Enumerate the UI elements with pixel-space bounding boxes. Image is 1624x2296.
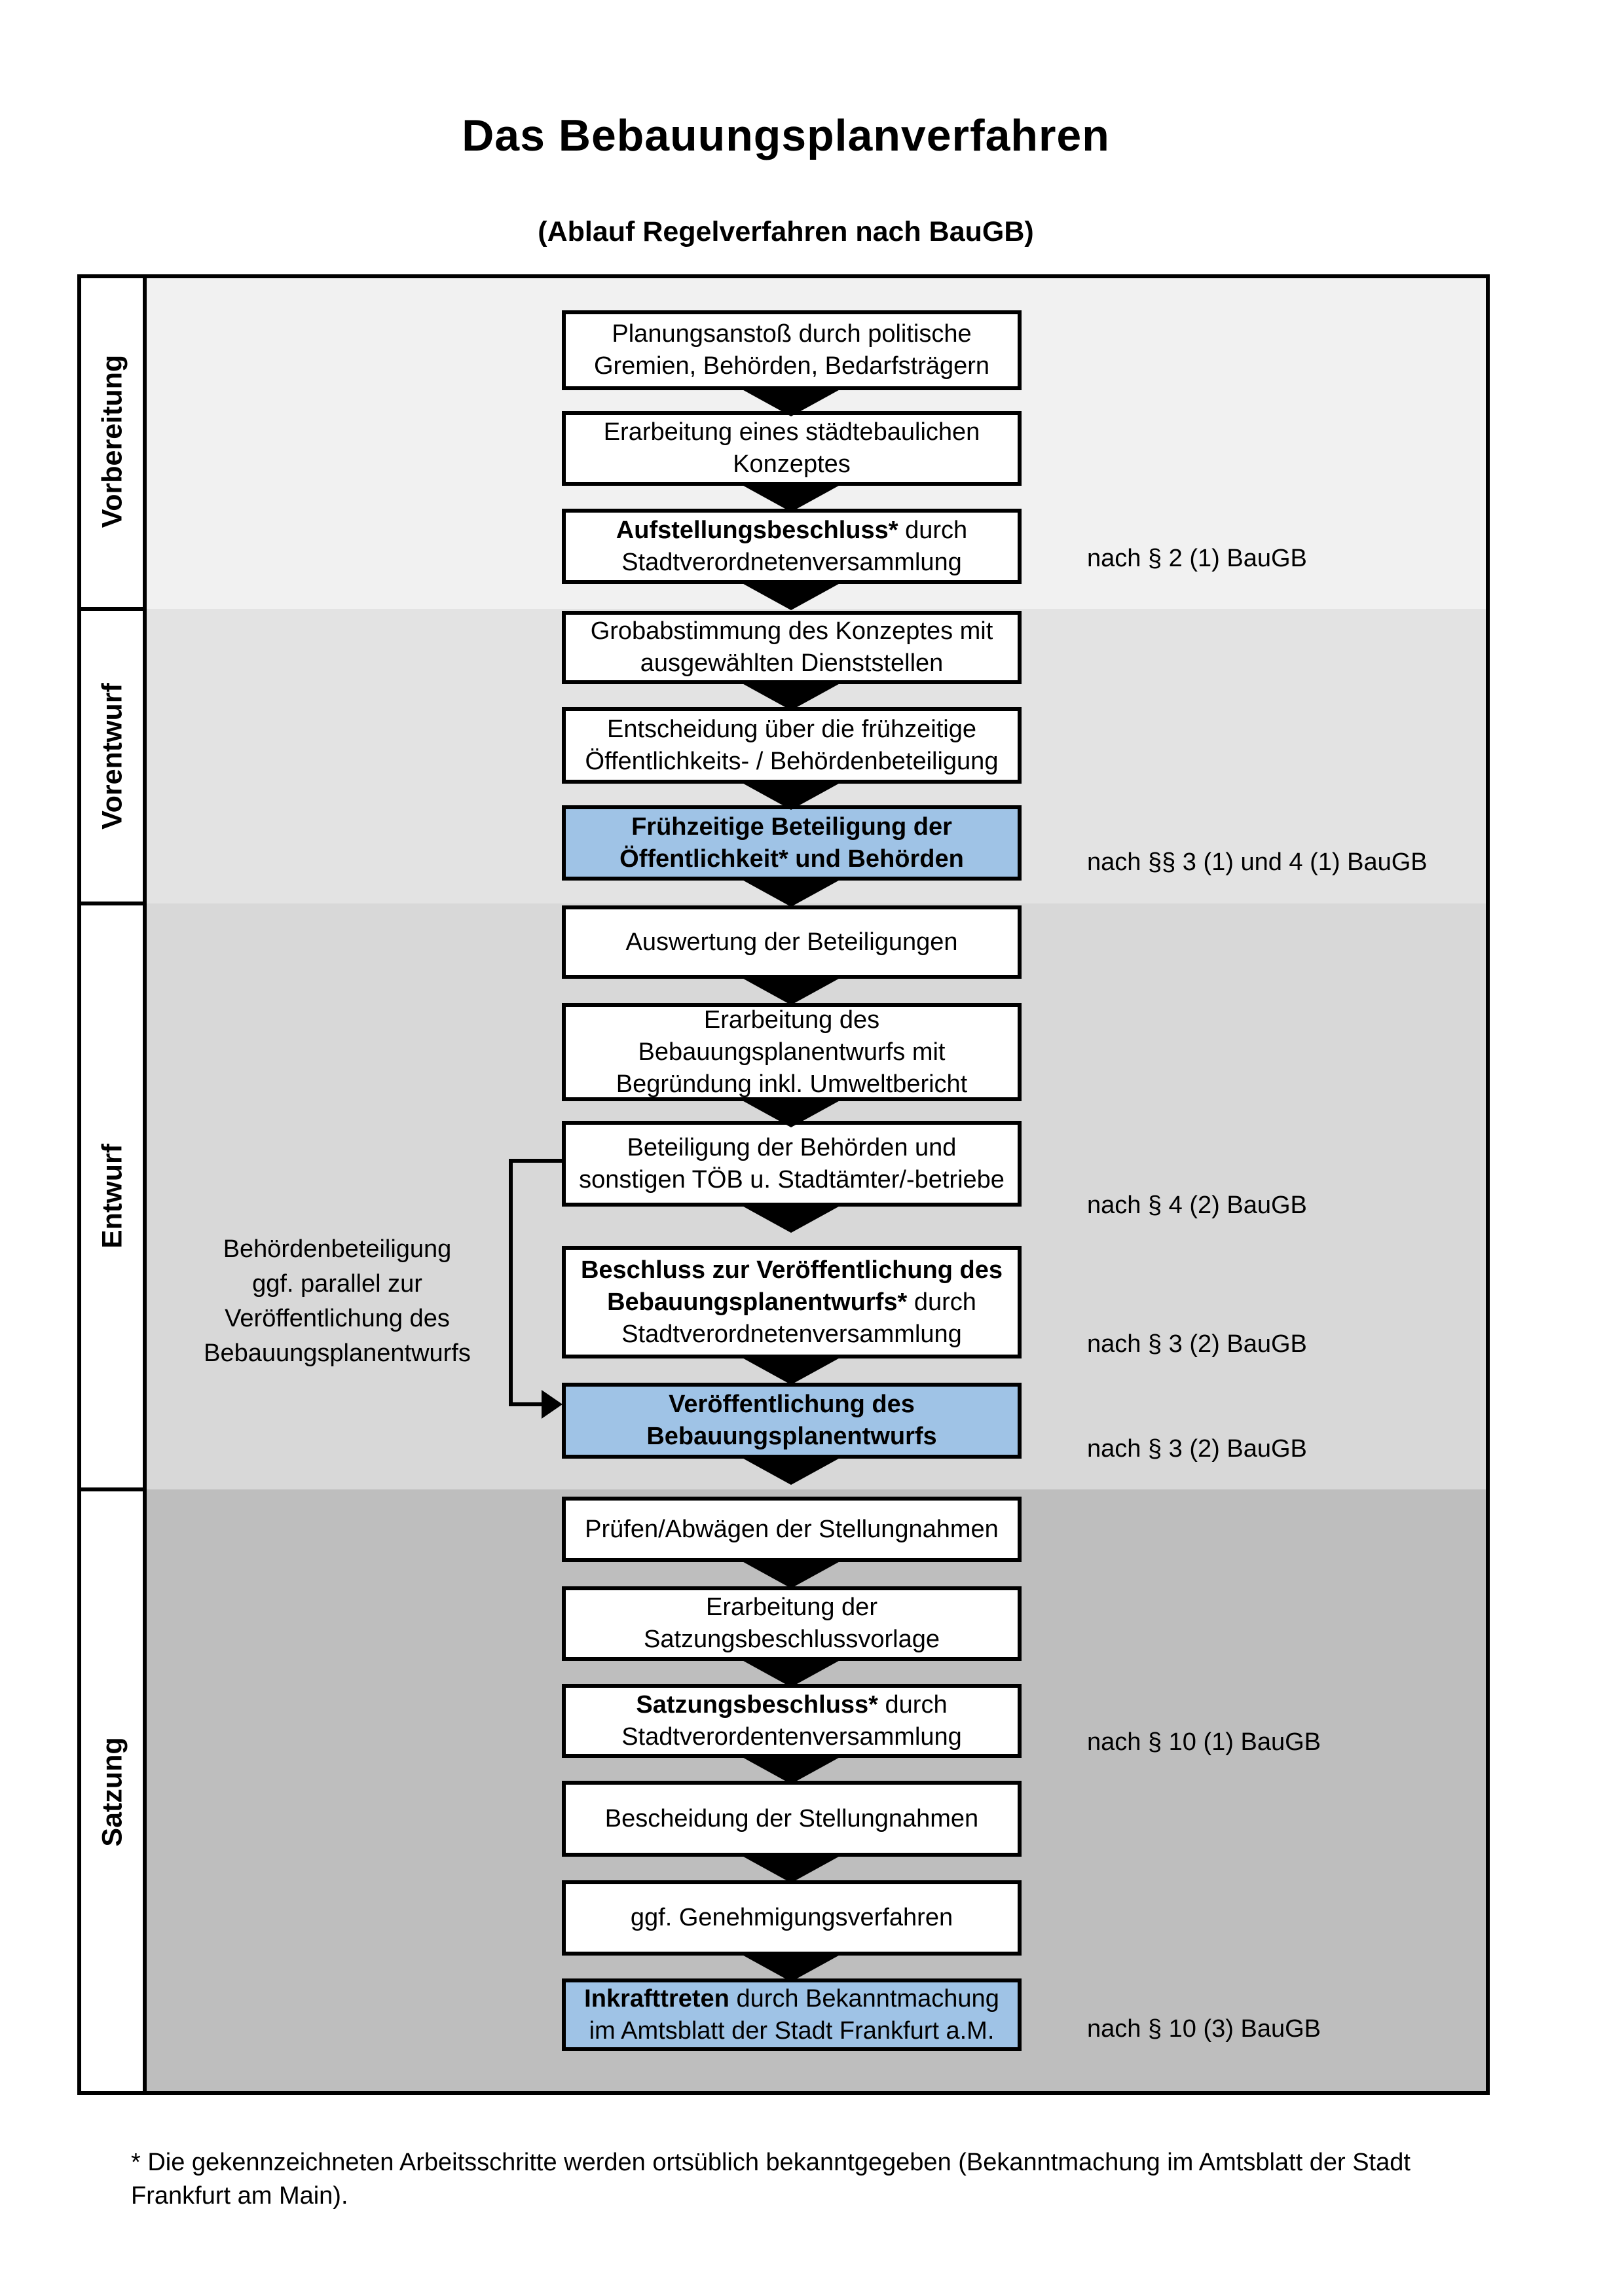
phase-label-entwurf: Entwurf xyxy=(96,1143,128,1249)
step-text-line: Stadtverordnetenversammlung xyxy=(621,548,962,576)
step-text-bold: Satzungsbeschluss* xyxy=(636,1690,878,1719)
step-text-line: ausgewählten Dienststellen xyxy=(640,649,944,677)
side-note-line: Veröffentlichung des xyxy=(225,1305,450,1332)
sidebar-divider-3 xyxy=(77,1487,147,1491)
step-box-konzept-erarbeitung: Erarbeitung eines städtebaulichen Konzep… xyxy=(562,411,1022,486)
annotation-paragraph-2-1: nach § 2 (1) BauGB xyxy=(1087,545,1307,572)
phase-label-vorbereitung: Vorbereitung xyxy=(96,354,128,528)
sidebar-divider-2 xyxy=(77,902,147,905)
down-arrow-icon xyxy=(739,1456,843,1485)
step-box-inkrafttreten: Inkrafttreten durch Bekanntmachung im Am… xyxy=(562,1978,1022,2051)
step-text-line: sonstigen TÖB u. Stadtämter/-betriebe xyxy=(579,1165,1005,1194)
side-note-line: Bebauungsplanentwurfs xyxy=(204,1339,471,1367)
step-text-line: Stadtverordnetenversammlung xyxy=(621,1320,962,1348)
step-text-rest: durch xyxy=(877,1690,948,1719)
step-box-bescheidung: Bescheidung der Stellungnahmen xyxy=(562,1781,1022,1857)
step-text-line: Öffentlichkeit* und Behörden xyxy=(619,845,964,873)
connector-right-arrow-icon xyxy=(542,1390,563,1419)
down-arrow-icon xyxy=(739,1559,843,1588)
down-arrow-icon xyxy=(739,388,843,416)
step-text-line: Konzeptes xyxy=(733,450,851,478)
annotation-paragraph-3-2-b: nach § 3 (2) BauGB xyxy=(1087,1435,1307,1463)
down-arrow-icon xyxy=(739,1658,843,1687)
down-arrow-icon xyxy=(739,976,843,1005)
page-subtitle: (Ablauf Regelverfahren nach BauGB) xyxy=(538,216,1034,247)
sidebar-divider-1 xyxy=(77,607,147,611)
step-text-line: Beteiligung der Behörden und xyxy=(627,1133,957,1161)
step-text-rest: durch xyxy=(898,516,968,544)
footnote-line: Frankfurt am Main). xyxy=(131,2182,348,2210)
connector-line-vertical xyxy=(509,1159,513,1406)
phase-label-vorentwurf: Vorentwurf xyxy=(96,683,128,829)
step-text-line: Entscheidung über die frühzeitige xyxy=(606,715,977,743)
step-box-grobabstimmung: Grobabstimmung des Konzeptes mit ausgewä… xyxy=(562,611,1022,684)
step-box-behoerden-beteiligung: Beteiligung der Behörden und sonstigen T… xyxy=(562,1121,1022,1207)
step-box-auswertung: Auswertung der Beteiligungen xyxy=(562,905,1022,979)
step-text-rest: durch xyxy=(907,1288,976,1316)
step-text-line: Bescheidung der Stellungnahmen xyxy=(604,1804,979,1832)
step-text-line: Prüfen/Abwägen der Stellungnahmen xyxy=(585,1515,999,1543)
step-box-veroeffentlichung: Veröffentlichung des Bebauungsplanentwur… xyxy=(562,1383,1022,1459)
connector-line-top xyxy=(509,1159,566,1163)
step-text-line: Bebauungsplanentwurfs xyxy=(646,1423,937,1450)
step-text-line: Erarbeitung des xyxy=(703,1006,880,1034)
annotation-paragraph-10-3: nach § 10 (3) BauGB xyxy=(1087,2015,1321,2043)
step-box-aufstellungsbeschluss: Aufstellungsbeschluss* durch Stadtverord… xyxy=(562,509,1022,584)
step-text-line: Bebauungsplanentwurfs mit xyxy=(638,1038,946,1066)
page-title: Das Bebauungsplanverfahren xyxy=(462,111,1110,160)
step-text-line: Planungsanstoß durch politische xyxy=(612,320,972,348)
down-arrow-icon xyxy=(739,483,843,512)
step-text-line: Veröffentlichung des xyxy=(669,1391,915,1418)
down-arrow-icon xyxy=(739,878,843,907)
side-note-line: Behördenbeteiligung xyxy=(223,1235,452,1263)
step-text-line: Satzungsbeschlussvorlage xyxy=(643,1626,940,1653)
step-text-line: Erarbeitung der xyxy=(706,1594,877,1621)
step-box-satzungsvorlage: Erarbeitung der Satzungsbeschlussvorlage xyxy=(562,1586,1022,1661)
down-arrow-icon xyxy=(739,1953,843,1982)
step-text-line: Grobabstimmung des Konzeptes mit xyxy=(590,617,993,645)
step-box-pruefen-abwaegen: Prüfen/Abwägen der Stellungnahmen xyxy=(562,1497,1022,1562)
annotation-paragraph-3-2-a: nach § 3 (2) BauGB xyxy=(1087,1330,1307,1358)
down-arrow-icon xyxy=(739,781,843,810)
step-text-line: Beschluss zur Veröffentlichung des xyxy=(580,1256,1003,1284)
phase-label-satzung: Satzung xyxy=(96,1737,128,1847)
side-note-parallel-beteiligung: Behördenbeteiligung ggf. parallel zur Ve… xyxy=(157,1232,517,1371)
step-box-fruehzeitige-beteiligung: Frühzeitige Beteiligung der Öffentlichke… xyxy=(562,805,1022,881)
step-box-satzungsbeschluss: Satzungsbeschluss* durch Stadtverordente… xyxy=(562,1684,1022,1758)
step-text-line: Frühzeitige Beteiligung der xyxy=(631,812,952,841)
down-arrow-icon xyxy=(739,1755,843,1784)
step-text-line: Erarbeitung eines städtebaulichen xyxy=(603,418,980,446)
step-text-line: ggf. Genehmigungsverfahren xyxy=(630,1904,953,1931)
down-arrow-icon xyxy=(739,1204,843,1233)
step-box-entscheidung-beteiligung: Entscheidung über die frühzeitige Öffent… xyxy=(562,707,1022,784)
step-box-veroeffentlichungsbeschluss: Beschluss zur Veröffentlichung des Bebau… xyxy=(562,1246,1022,1358)
step-box-genehmigungsverfahren: ggf. Genehmigungsverfahren xyxy=(562,1880,1022,1956)
step-box-entwurf-erarbeitung: Erarbeitung des Bebauungsplanentwurfs mi… xyxy=(562,1003,1022,1101)
sidebar-divider-vertical xyxy=(143,274,147,2095)
step-text-bold: Aufstellungsbeschluss* xyxy=(616,516,898,544)
annotation-paragraph-3-1-4-1: nach §§ 3 (1) und 4 (1) BauGB xyxy=(1087,848,1428,876)
footnote-line: * Die gekennzeichneten Arbeitsschritte w… xyxy=(131,2149,1411,2176)
side-note-line: ggf. parallel zur xyxy=(252,1270,422,1298)
down-arrow-icon xyxy=(739,682,843,710)
down-arrow-icon xyxy=(739,1356,843,1385)
step-text-line: im Amtsblatt der Stadt Frankfurt a.M. xyxy=(589,2016,995,2045)
down-arrow-icon xyxy=(739,581,843,610)
down-arrow-icon xyxy=(739,1099,843,1127)
step-text-line: Öffentlichkeits- / Behördenbeteiligung xyxy=(585,747,999,775)
step-text-rest: durch Bekanntmachung xyxy=(729,1984,999,2013)
footnote: * Die gekennzeichneten Arbeitsschritte w… xyxy=(131,2146,1545,2213)
step-text-line: Stadtverordentenversammlung xyxy=(621,1722,962,1751)
annotation-paragraph-10-1: nach § 10 (1) BauGB xyxy=(1087,1728,1321,1756)
step-box-planungsanstoss: Planungsanstoß durch politische Gremien,… xyxy=(562,310,1022,390)
connector-line-bottom xyxy=(513,1402,545,1406)
step-text-line: Auswertung der Beteiligungen xyxy=(625,928,958,956)
step-text-bold: Inkrafttreten xyxy=(584,1984,729,2013)
step-text-line: Gremien, Behörden, Bedarfsträgern xyxy=(593,352,990,380)
step-text-bold: Bebauungsplanentwurfs* xyxy=(607,1288,908,1316)
annotation-paragraph-4-2: nach § 4 (2) BauGB xyxy=(1087,1192,1307,1219)
down-arrow-icon xyxy=(739,1854,843,1883)
step-text-line: Begründung inkl. Umweltbericht xyxy=(616,1070,968,1098)
